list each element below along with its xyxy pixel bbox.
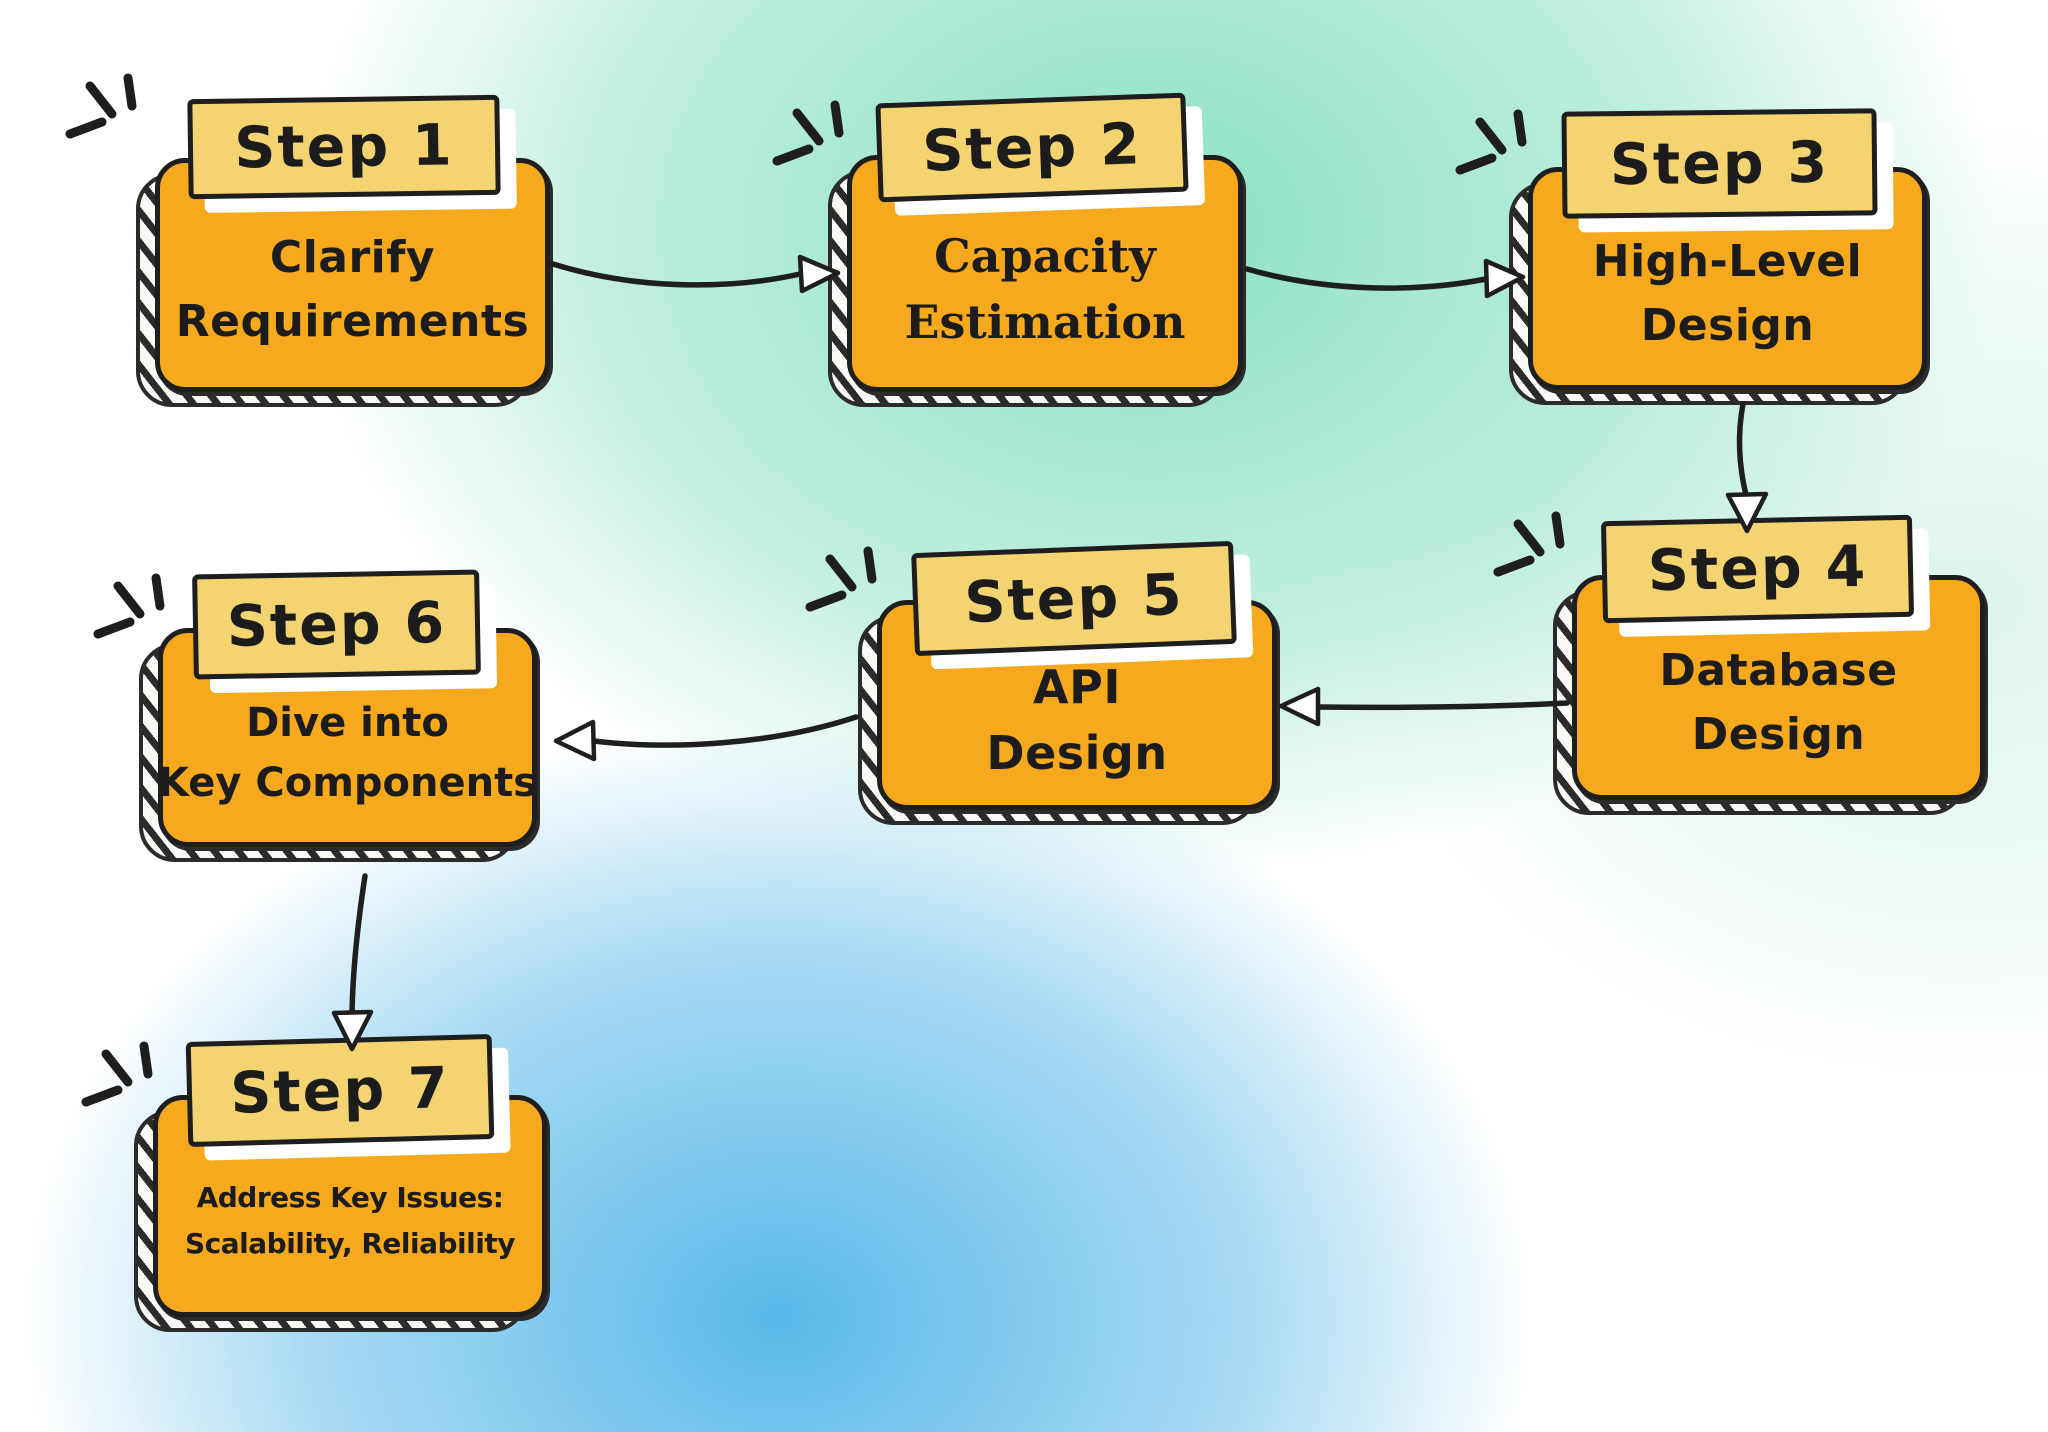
connector-step2-step3 <box>1244 266 1489 291</box>
step-7-text-line-1: Address Key Issues: <box>196 1181 504 1214</box>
step-7-text-line-2: Scalability, Reliability <box>185 1227 515 1260</box>
step-7-tab: Step 7 <box>185 1034 495 1147</box>
connector-step4-step5 <box>1316 700 1570 711</box>
sparkle-icon <box>805 546 877 612</box>
step-2-text-line-2: Estimation <box>904 294 1186 349</box>
step-3-text-line-2: Design <box>1640 299 1815 351</box>
step-1-tab: Step 1 <box>187 94 501 200</box>
step-2-tab: Step 2 <box>875 92 1189 203</box>
step-6-text-line-2: Key Components <box>157 759 538 806</box>
step-card-3: High-Level Design Step 3 <box>1509 108 1927 405</box>
connector-step5-step6 <box>591 714 859 748</box>
step-5-text-line-1: API <box>1033 660 1121 714</box>
sparkle-icon <box>1493 511 1565 577</box>
sparkle-icon <box>1455 109 1527 175</box>
step-card-2: Capacity Estimation Step 2 <box>828 92 1243 407</box>
step-1-tab-label: Step 1 <box>233 112 455 182</box>
step-5-tab: Step 5 <box>911 540 1237 657</box>
step-4-tab-label: Step 4 <box>1647 533 1868 605</box>
sparkle-icon <box>93 573 165 639</box>
connector-step1-step2 <box>550 261 803 288</box>
arrowhead-left-icon <box>553 719 597 762</box>
step-card-6: Dive into Key Components Step 6 <box>139 569 538 862</box>
arrowhead-left-icon <box>1278 686 1321 727</box>
step-6-tab-label: Step 6 <box>226 589 447 660</box>
step-2-text-line-1: Capacity <box>934 228 1156 283</box>
step-5-tab-label: Step 5 <box>963 561 1185 636</box>
step-4-text-line-1: Database <box>1659 644 1898 696</box>
step-card-5: API Design Step 5 <box>858 540 1277 825</box>
step-2-tab-label: Step 2 <box>921 110 1143 185</box>
sparkle-icon <box>81 1041 153 1107</box>
step-card-1: Clarify Requirements Step 1 <box>136 94 550 407</box>
step-1-text-line-1: Clarify <box>269 232 436 283</box>
connector-step3-step4 <box>1736 401 1749 498</box>
step-3-tab: Step 3 <box>1561 108 1878 219</box>
step-3-text-line-1: High-Level <box>1592 235 1863 287</box>
step-card-4: Database Design Step 4 <box>1553 514 1985 815</box>
sparkle-icon <box>65 73 137 139</box>
step-3-tab-label: Step 3 <box>1609 129 1830 198</box>
step-1-text-line-2: Requirements <box>175 296 530 347</box>
connector-step6-step7 <box>349 873 368 1016</box>
step-card-7: Address Key Issues: Scalability, Reliabi… <box>134 1034 547 1332</box>
step-6-tab: Step 6 <box>192 569 481 680</box>
step-6-text-line-1: Dive into <box>246 699 449 746</box>
sparkle-icon <box>772 100 844 166</box>
step-7-tab-label: Step 7 <box>229 1054 451 1127</box>
step-4-tab: Step 4 <box>1600 514 1915 624</box>
step-4-text-line-2: Design <box>1691 708 1866 760</box>
step-5-text-line-2: Design <box>986 726 1168 780</box>
